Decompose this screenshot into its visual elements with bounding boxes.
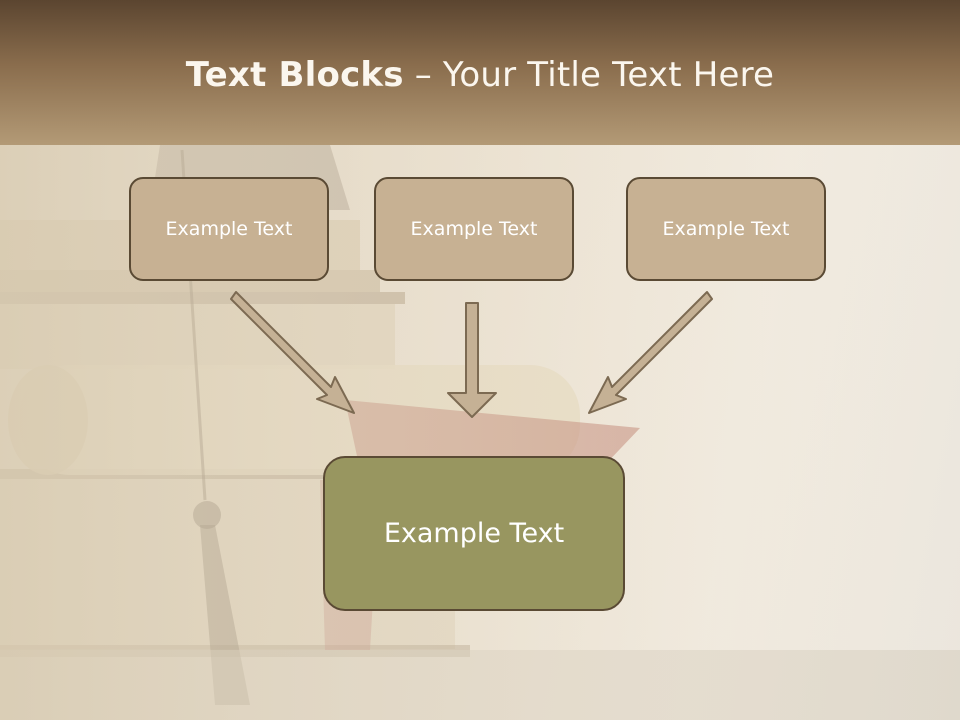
- title-dash: –: [403, 55, 443, 95]
- title-regular-part: Your Title Text Here: [442, 55, 775, 95]
- slide-title[interactable]: Text Blocks – Your Title Text Here: [0, 52, 960, 98]
- arrow-right-icon[interactable]: [588, 291, 713, 414]
- arrow-left-icon[interactable]: [230, 291, 355, 414]
- title-banner: Text Blocks – Your Title Text Here: [0, 0, 960, 145]
- target-text-block[interactable]: Example Text: [323, 456, 625, 611]
- title-bold-part: Text Blocks: [185, 55, 404, 95]
- text-block-3[interactable]: Example Text: [626, 177, 826, 281]
- text-block-2-label: Example Text: [410, 218, 538, 240]
- target-text-block-label: Example Text: [383, 518, 565, 549]
- text-block-3-label: Example Text: [662, 218, 790, 240]
- text-block-1[interactable]: Example Text: [129, 177, 329, 281]
- text-block-2[interactable]: Example Text: [374, 177, 574, 281]
- text-block-1-label: Example Text: [165, 218, 293, 240]
- arrow-center-icon[interactable]: [447, 302, 497, 418]
